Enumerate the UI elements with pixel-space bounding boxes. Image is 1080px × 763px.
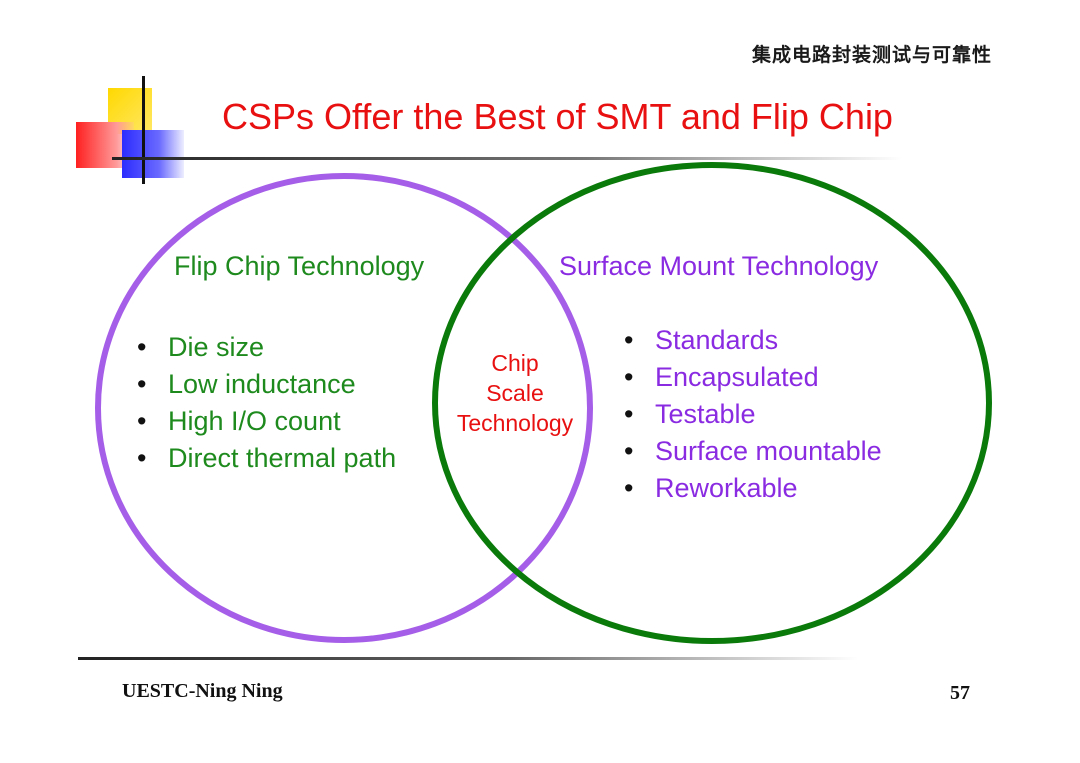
- course-caption: 集成电路封装测试与可靠性: [751, 44, 992, 66]
- surface-mount-label: Surface Mount Technology: [559, 251, 879, 281]
- list-item: High I/O count: [137, 403, 396, 440]
- intersection-line: Technology: [456, 410, 574, 436]
- list-item: Standards: [624, 322, 882, 359]
- flip-chip-circle: [95, 173, 593, 643]
- logo-vertical-line: [142, 76, 145, 184]
- intersection-line: Scale: [486, 380, 544, 406]
- list-item: Encapsulated: [624, 359, 882, 396]
- flip-chip-label: Flip Chip Technology: [174, 251, 425, 281]
- logo-blue-square: [122, 130, 184, 178]
- list-item: Testable: [624, 396, 882, 433]
- list-item: Direct thermal path: [137, 440, 396, 477]
- list-item: Reworkable: [624, 470, 882, 507]
- title-divider: [112, 157, 902, 160]
- flip-chip-bullet-list: Die size Low inductance High I/O count D…: [137, 329, 396, 477]
- footer-divider: [78, 657, 858, 660]
- chip-scale-technology-label: Chip Scale Technology: [442, 348, 588, 438]
- footer-author: UESTC-Ning Ning: [122, 680, 283, 702]
- list-item: Die size: [137, 329, 396, 366]
- slide-title: CSPs Offer the Best of SMT and Flip Chip: [222, 96, 893, 137]
- surface-mount-circle: [432, 162, 992, 644]
- intersection-line: Chip: [491, 350, 539, 376]
- list-item: Surface mountable: [624, 433, 882, 470]
- surface-mount-bullet-list: Standards Encapsulated Testable Surface …: [624, 322, 882, 507]
- list-item: Low inductance: [137, 366, 396, 403]
- page-number: 57: [950, 682, 970, 704]
- slide-logo-graphic: [76, 76, 196, 186]
